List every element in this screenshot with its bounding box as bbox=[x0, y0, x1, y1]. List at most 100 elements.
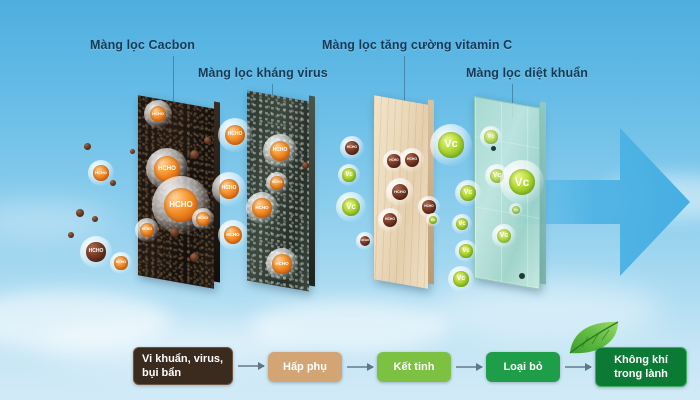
molecule-core: HCHO bbox=[404, 152, 420, 168]
molecule-core: Vc bbox=[342, 198, 360, 216]
molecule-bubble-hcho: HCHO bbox=[218, 220, 248, 250]
molecule-core: HCHO bbox=[139, 222, 155, 238]
molecule-bubble-hcho: HCHO bbox=[383, 150, 405, 172]
molecule-bubble-vc: Vc bbox=[500, 160, 544, 204]
molecule-bubble-hcho: HCHO bbox=[212, 172, 246, 206]
molecule-core: HCHO bbox=[86, 242, 106, 262]
molecule-bubble-hcho: HCHO bbox=[192, 208, 214, 230]
dust-particle bbox=[84, 143, 91, 150]
cloud-decoration bbox=[0, 290, 170, 350]
dust-particle bbox=[190, 253, 199, 262]
flow-step-remove[interactable]: Loại bỏ bbox=[486, 352, 560, 382]
molecule-core: HCHO bbox=[218, 178, 240, 200]
molecule-bubble-vc: Vc bbox=[455, 180, 481, 206]
dust-particle bbox=[110, 180, 116, 186]
molecule-bubble-vc: Vc bbox=[509, 203, 523, 217]
flow-step-clean-line1: Không khí bbox=[614, 353, 668, 366]
flow-step-adsorb[interactable]: Hấp phụ bbox=[268, 352, 342, 382]
molecule-core: Vc bbox=[456, 218, 468, 230]
molecule-core: Vc bbox=[496, 228, 512, 244]
dust-particle bbox=[519, 273, 525, 279]
flow-arrow-icon bbox=[456, 363, 483, 371]
molecule-core: Vc bbox=[508, 168, 536, 196]
molecule-core: HCHO bbox=[149, 105, 167, 123]
molecule-core: Vc bbox=[428, 215, 438, 225]
flow-step-dirty-line1: Vi khuẩn, virus, bbox=[142, 352, 224, 365]
flow-step-crystal[interactable]: Kết tinh bbox=[377, 352, 451, 382]
cloud-decoration bbox=[0, 200, 110, 240]
molecule-core: HCHO bbox=[272, 254, 292, 274]
label-filter-vitaminc: Màng lọc tăng cường vitamin C bbox=[322, 38, 513, 52]
flow-step-dirty-line2: bụi bẩn bbox=[142, 367, 182, 379]
molecule-core: HCHO bbox=[93, 165, 109, 181]
molecule-core: HCHO bbox=[224, 226, 242, 244]
flow-step-clean[interactable]: Không khí trong lành bbox=[595, 347, 687, 387]
molecule-bubble-hcho: HCHO bbox=[110, 252, 132, 274]
molecule-bubble-hcho: HCHO bbox=[80, 236, 112, 268]
flow-arrow-icon bbox=[565, 363, 592, 371]
molecule-core: Vc bbox=[484, 130, 498, 144]
leaf-icon bbox=[566, 320, 622, 356]
molecule-core: HCHO bbox=[387, 154, 401, 168]
molecule-bubble-hcho: HCHO bbox=[246, 192, 278, 224]
flow-step-crystal-label: Kết tinh bbox=[393, 360, 435, 373]
cloud-decoration bbox=[430, 280, 660, 340]
molecule-core: HCHO bbox=[359, 235, 371, 247]
molecule-bubble-hcho: HCHO bbox=[340, 136, 364, 160]
dust-particle bbox=[190, 150, 199, 159]
dust-particle bbox=[302, 162, 309, 169]
molecule-bubble-hcho: HCHO bbox=[356, 232, 374, 250]
molecule-bubble-hcho: HCHO bbox=[378, 208, 402, 232]
molecule-core: HCHO bbox=[382, 212, 398, 228]
molecule-core: HCHO bbox=[114, 256, 128, 270]
molecule-bubble-hcho: HCHO bbox=[218, 118, 252, 152]
dust-particle bbox=[92, 216, 98, 222]
leader-line-steril bbox=[512, 84, 513, 118]
label-filter-steril: Màng lọc diệt khuẩn bbox=[466, 66, 589, 80]
molecule-core: HCHO bbox=[391, 183, 409, 201]
molecule-core: HCHO bbox=[270, 176, 284, 190]
molecule-bubble-vc: Vc bbox=[430, 124, 472, 166]
molecule-bubble-vc: Vc bbox=[448, 266, 474, 292]
label-filter-carbon: Màng lọc Cacbon bbox=[90, 38, 195, 52]
dust-particle bbox=[491, 146, 496, 151]
dust-particle bbox=[68, 232, 74, 238]
dust-particle bbox=[204, 137, 211, 144]
molecule-bubble-vc: Vc bbox=[426, 213, 440, 227]
leader-line-carbon bbox=[173, 56, 174, 114]
molecule-bubble-vc: Vc bbox=[336, 192, 366, 222]
molecule-bubble-vc: Vc bbox=[492, 224, 516, 248]
molecule-bubble-hcho: HCHO bbox=[400, 148, 424, 172]
flow-arrow-icon bbox=[238, 362, 265, 370]
flow-arrow-icon bbox=[347, 363, 374, 371]
molecule-bubble-vc: Vc bbox=[455, 240, 477, 262]
dust-particle bbox=[170, 228, 179, 237]
molecule-core: Vc bbox=[342, 168, 356, 182]
cloud-decoration bbox=[250, 300, 450, 352]
flow-step-dirty[interactable]: Vi khuẩn, virus, bụi bẩn bbox=[133, 347, 233, 385]
molecule-core: HCHO bbox=[269, 140, 291, 162]
molecule-bubble-hcho: HCHO bbox=[88, 160, 114, 186]
molecule-bubble-hcho: HCHO bbox=[418, 196, 440, 218]
molecule-core: HCHO bbox=[196, 212, 210, 226]
molecule-bubble-hcho: HCHO bbox=[266, 248, 298, 280]
molecule-bubble-hcho: HCHO bbox=[144, 100, 172, 128]
molecule-bubble-vc: Vc bbox=[452, 214, 472, 234]
molecule-bubble-hcho: HCHO bbox=[135, 218, 159, 242]
dust-particle bbox=[76, 209, 84, 217]
flow-step-remove-label: Loại bỏ bbox=[503, 360, 543, 373]
flow-step-clean-line2: trong lành bbox=[614, 368, 668, 380]
molecule-core: Vc bbox=[511, 205, 521, 215]
molecule-core: Vc bbox=[438, 132, 464, 158]
molecule-core: Vc bbox=[453, 271, 469, 287]
molecule-core: Vc bbox=[459, 244, 473, 258]
molecule-core: HCHO bbox=[252, 198, 272, 218]
molecule-bubble-hcho: HCHO bbox=[266, 172, 288, 194]
molecule-bubble-hcho: HCHO bbox=[386, 178, 414, 206]
molecule-bubble-vc: Vc bbox=[480, 126, 502, 148]
molecule-bubble-vc: Vc bbox=[338, 164, 360, 186]
molecule-bubble-hcho: HCHO bbox=[263, 134, 297, 168]
molecule-core: HCHO bbox=[224, 124, 246, 146]
flow-step-adsorb-label: Hấp phụ bbox=[283, 360, 327, 373]
label-filter-antivirus: Màng lọc kháng virus bbox=[198, 66, 328, 80]
